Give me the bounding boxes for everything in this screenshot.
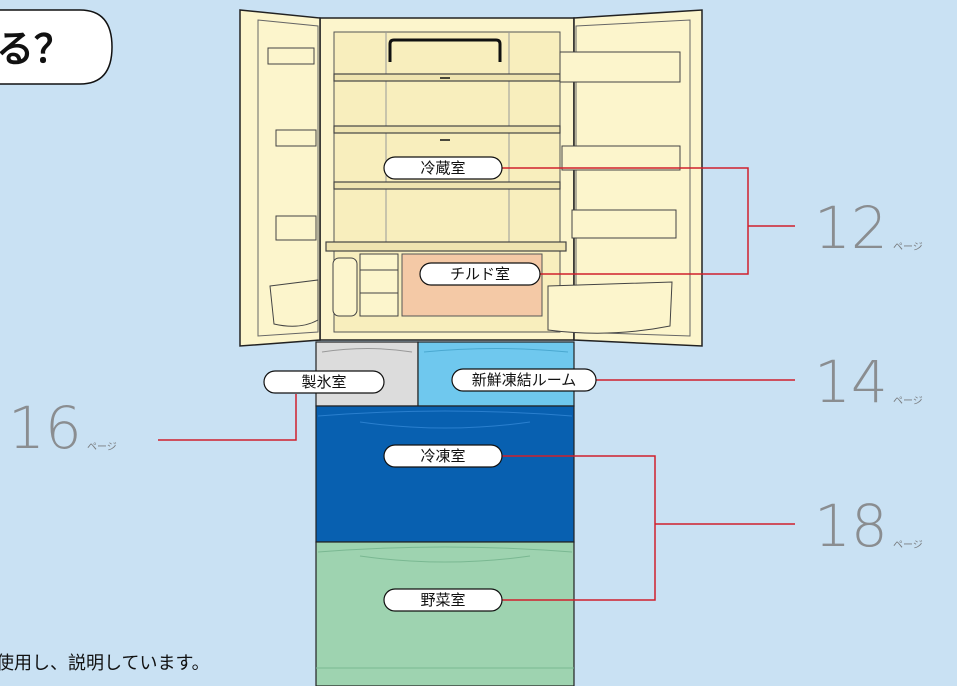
right-door [547,9,703,347]
svg-text:野菜室: 野菜室 [420,591,465,609]
svg-text:14: 14 [814,348,888,416]
left-door [239,9,321,347]
vegetable-room [315,541,575,686]
note-text: 使用し、説明しています。 [0,653,210,674]
label-vegetable: 野菜室 [383,588,503,612]
label-fresh-freeze: 新鮮凍結ルーム [451,368,597,392]
page-ref-18: 18 ページ [814,492,923,560]
page-ref-16: 16 ページ [8,394,117,462]
svg-text:ページ: ページ [87,442,117,453]
title-bubble: る？ [0,9,113,85]
svg-text:冷蔵室: 冷蔵室 [420,159,465,177]
label-freezer: 冷凍室 [383,444,503,468]
svg-text:ページ: ページ [893,242,923,253]
svg-text:ページ: ページ [893,540,923,551]
refrigerator [239,9,703,686]
freezer-room [315,405,575,543]
svg-text:18: 18 [814,492,888,560]
svg-text:12: 12 [814,194,888,262]
svg-text:ページ: ページ [893,396,923,407]
svg-text:冷凍室: 冷凍室 [420,447,465,465]
label-refrigerator: 冷蔵室 [383,156,503,180]
label-chilled: チルド室 [419,262,541,286]
svg-text:16: 16 [8,394,82,462]
svg-text:新鮮凍結ルーム: 新鮮凍結ルーム [472,371,577,389]
svg-text:製氷室: 製氷室 [301,373,346,391]
svg-text:チルド室: チルド室 [450,265,510,283]
leader-lines [158,167,795,601]
label-ice: 製氷室 [263,370,385,394]
page-ref-12: 12 ページ [814,194,923,262]
page-ref-14: 14 ページ [814,348,923,416]
title-text: る？ [0,27,72,71]
